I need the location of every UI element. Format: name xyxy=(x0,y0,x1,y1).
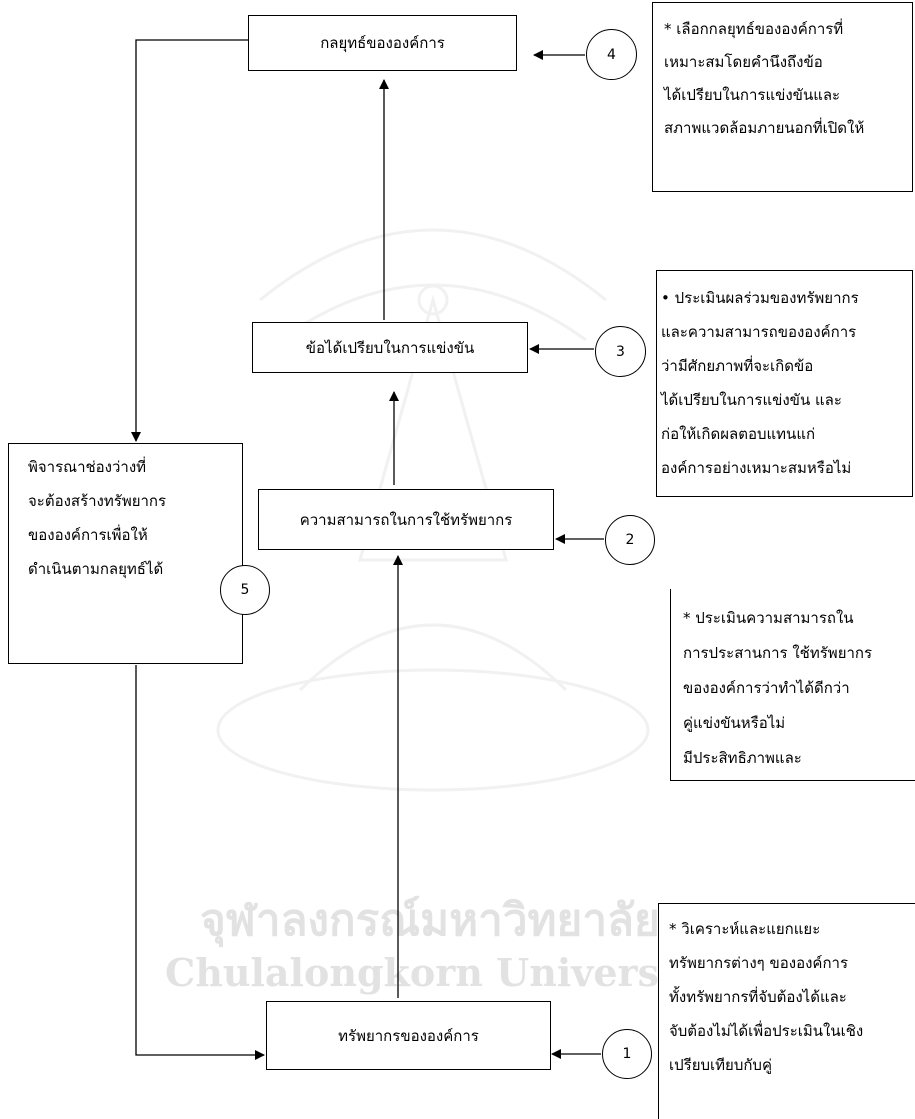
step-number: 4 xyxy=(607,46,616,63)
gap-box: พิจารณาช่องว่างที่ จะต้องสร้างทรัพยากร ข… xyxy=(8,443,243,664)
step-circle-2: 2 xyxy=(605,515,655,565)
arrow-strategy-to-gap xyxy=(131,39,250,442)
note-step-4: * เลือกกลยุทธ์ขององค์การที่ เหมาะสมโดยคำ… xyxy=(652,2,913,192)
note-line: * เลือกกลยุทธ์ขององค์การที่ xyxy=(664,20,844,38)
note-line: ขององค์การว่าทำได้ดีกว่า xyxy=(683,679,850,697)
note-line: มีประสิทธิภาพและ xyxy=(683,749,802,767)
resources-label: ทรัพยากรขององค์การ xyxy=(338,1026,479,1045)
step-circle-4: 4 xyxy=(586,29,637,80)
step-number: 2 xyxy=(625,532,635,548)
note-step-2: * ประเมินความสามารถใน การประสานการ ใช้ทร… xyxy=(670,589,915,781)
capability-label: ความสามารถในการใช้ทรัพยากร xyxy=(299,510,513,529)
note-line: ทั้งทรัพยากรที่จับต้องได้และ xyxy=(669,988,847,1006)
step-number: 3 xyxy=(616,343,625,360)
gap-line: จะต้องสร้างทรัพยากร xyxy=(28,492,167,510)
resources-box: ทรัพยากรขององค์การ xyxy=(266,1001,551,1070)
watermark-english: Chulalongkorn University xyxy=(165,950,714,995)
note-line: เหมาะสมโดยคำนึงถึงข้อ xyxy=(664,53,823,71)
step-number: 1 xyxy=(622,1046,632,1062)
step-circle-5: 5 xyxy=(220,565,270,615)
note-line: * วิเคราะห์และแยกแยะ xyxy=(669,920,821,938)
note-line: ได้เปรียบในการแข่งขันและ xyxy=(664,86,841,104)
note-line: การประสานการ ใช้ทรัพยากร xyxy=(683,644,873,662)
gap-line: พิจารณาช่องว่างที่ xyxy=(28,458,147,476)
note-line: คู่แข่งขันหรือไม่ xyxy=(683,714,786,732)
note-step-1: * วิเคราะห์และแยกแยะ ทรัพยากรต่างๆ ขององ… xyxy=(658,903,915,1119)
note-line: ว่ามีศักยภาพที่จะเกิดข้อ xyxy=(661,357,814,375)
step-circle-3: 3 xyxy=(595,326,646,377)
step-circle-1: 1 xyxy=(602,1029,652,1079)
strategy-box: กลยุทธ์ขององค์การ xyxy=(248,15,517,71)
note-line: ได้เปรียบในการแข่งขัน และ xyxy=(661,391,842,409)
note-line: และความสามารถขององค์การ xyxy=(661,323,857,341)
note-step-3: • ประเมินผลร่วมของทรัพยากร และความสามารถ… xyxy=(656,270,913,497)
note-line: เปรียบเทียบกับคู่ xyxy=(669,1056,772,1074)
gap-line: ดำเนินตามกลยุทธ์ได้ xyxy=(28,560,164,578)
note-line: * ประเมินความสามารถใน xyxy=(683,609,854,627)
note-line: จับต้องไม่ได้เพื่อประเมินในเชิง xyxy=(669,1022,864,1040)
watermark-thai: จุฬาลงกรณ์มหาวิทยาลัย xyxy=(200,895,660,946)
note-line: สภาพแวดล้อมภายนอกที่เปิดให้ xyxy=(664,119,865,137)
strategy-label: กลยุทธ์ขององค์การ xyxy=(320,34,445,52)
competitive-advantage-label: ข้อได้เปรียบในการแข่งขัน xyxy=(305,338,475,357)
note-line: ทรัพยากรต่างๆ ขององค์การ xyxy=(669,954,849,972)
note-line: ก่อให้เกิดผลตอบแทนแก่ xyxy=(661,425,816,443)
step-number: 5 xyxy=(240,582,250,598)
note-line: องค์การอย่างเหมาะสมหรือไม่ xyxy=(661,459,852,477)
note-line: • ประเมินผลร่วมของทรัพยากร xyxy=(661,289,859,307)
competitive-advantage-box: ข้อได้เปรียบในการแข่งขัน xyxy=(252,322,528,373)
capability-box: ความสามารถในการใช้ทรัพยากร xyxy=(258,489,554,550)
gap-line: ขององค์การเพื่อให้ xyxy=(28,526,148,544)
arrow-gap-to-resources xyxy=(135,665,265,1060)
